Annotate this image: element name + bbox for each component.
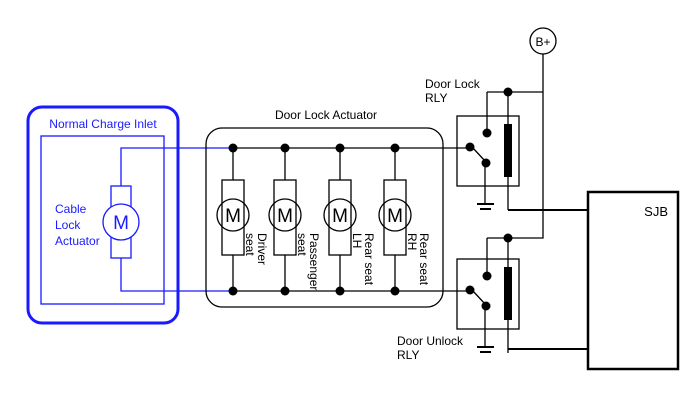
motor-label-line1: Passenger — [307, 233, 321, 290]
unlock-relay-label-line1: Door Unlock — [397, 334, 464, 348]
cable-lock-label-line3: Actuator — [55, 234, 100, 248]
unlock-relay-label-line2: RLY — [397, 348, 419, 362]
motor-icon — [268, 198, 302, 232]
battery-label: B+ — [535, 35, 550, 49]
relay-box — [456, 258, 520, 330]
motor-label-line2: LH — [350, 233, 364, 248]
motor-symbol: M — [332, 206, 348, 227]
sjb-label: SJB — [644, 204, 668, 219]
relay-contact-dot — [482, 271, 492, 281]
charge-inlet-wires — [120, 147, 233, 292]
relay-coil-icon — [504, 124, 512, 177]
motor-icon — [378, 198, 412, 232]
actuator-title: Door Lock Actuator — [275, 108, 377, 122]
actuator-border — [205, 127, 444, 308]
motor-label-line2: RH — [405, 233, 419, 250]
motor-body — [273, 179, 297, 256]
relay-pivot-dot — [465, 285, 475, 295]
junction-dot — [335, 143, 345, 153]
relay-wires — [471, 92, 509, 210]
motor-label-line1: Rear seat — [417, 233, 431, 286]
junction-dot — [390, 143, 400, 153]
junction-dot — [390, 286, 400, 296]
motor-icon — [323, 198, 357, 232]
motor-body — [328, 179, 352, 256]
motor-symbol: M — [277, 206, 293, 227]
relay-contact-dot — [482, 128, 492, 138]
junction-dot — [228, 143, 238, 153]
cable-lock-motor-icon — [102, 203, 140, 241]
relay-contact-dot — [481, 158, 491, 168]
cable-lock-label-line1: Cable — [55, 202, 87, 216]
motor-label-line2: seat — [295, 233, 309, 256]
charge-inlet-inner-box — [40, 135, 165, 305]
relay-pivot-dot — [465, 142, 475, 152]
charge-inlet-border — [26, 105, 180, 325]
ground-icon — [477, 203, 494, 210]
normal-charge-inlet: Normal Charge Inlet M Cable Lock Actuato… — [26, 105, 233, 325]
motor-symbol: M — [387, 206, 403, 227]
motor-symbol: M — [225, 206, 241, 227]
motor-label-line1: Driver — [255, 233, 269, 265]
motor-label-line1: Rear seat — [362, 233, 376, 286]
lock-relay — [456, 87, 520, 210]
actuator-rails — [233, 147, 472, 292]
motor-symbol: M — [113, 213, 129, 234]
motor-body — [383, 179, 407, 256]
lock-relay-label-line2: RLY — [425, 91, 447, 105]
cable-lock-label-line2: Lock — [55, 218, 81, 232]
sjb-wires — [508, 209, 588, 350]
relay-wires — [471, 238, 509, 353]
junction-dot — [503, 233, 513, 243]
charge-inlet-title: Normal Charge Inlet — [49, 117, 157, 131]
lock-relay-label-line1: Door Lock — [425, 77, 481, 91]
junction-dot — [280, 286, 290, 296]
door-lock-actuator: Door Lock Actuator MDriverseatMPassenger… — [205, 108, 472, 308]
relay-contact-dot — [481, 301, 491, 311]
unlock-relay — [456, 233, 520, 353]
sjb-box — [586, 190, 680, 371]
relay-coil-icon — [504, 267, 512, 320]
relay-box — [456, 115, 520, 187]
junction-dot — [228, 286, 238, 296]
ground-icon — [477, 346, 494, 353]
junction-dot — [503, 87, 513, 97]
junction-dot — [335, 286, 345, 296]
junction-dot — [280, 143, 290, 153]
motor-body — [221, 179, 245, 256]
motor-label-line2: seat — [243, 233, 257, 256]
motor-icon — [216, 198, 250, 232]
